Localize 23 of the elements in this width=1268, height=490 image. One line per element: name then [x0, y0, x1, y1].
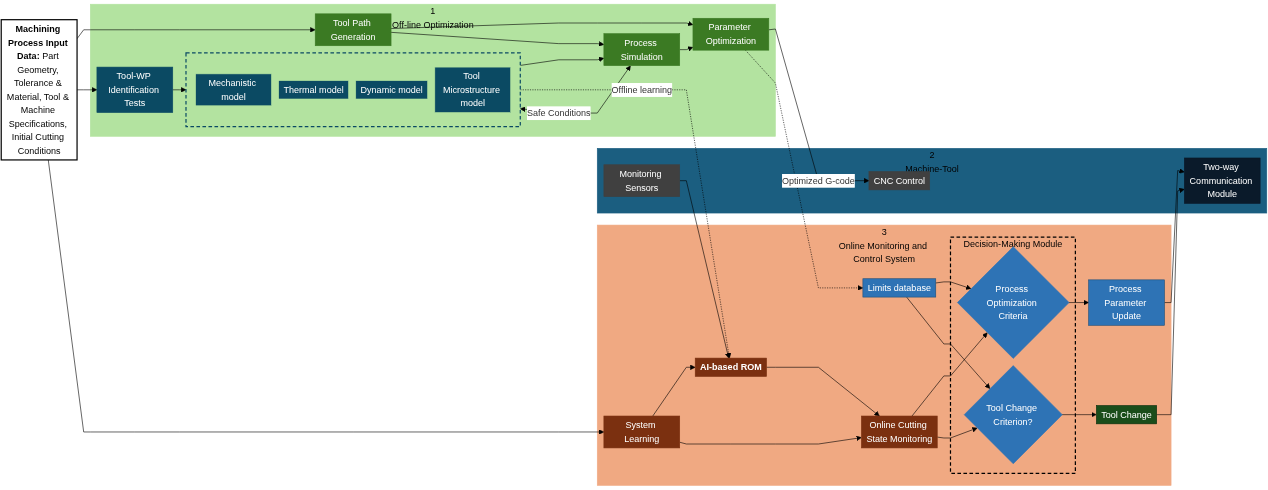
node-box: Two-way Communication Module: [1184, 157, 1261, 204]
node-box: CNC Control: [868, 171, 931, 191]
node-box: Mechanistic model: [195, 73, 272, 107]
edge-label: Safe Conditions: [526, 107, 591, 118]
node-box: Dynamic model: [355, 80, 428, 100]
node-diamond: Tool Change Criterion?: [963, 365, 1063, 465]
node-box: Online Cutting State Monitoring: [861, 415, 938, 449]
node-box: Process Parameter Update: [1088, 279, 1165, 326]
node-box: Process Simulation: [603, 33, 680, 67]
node-box: Tool Microstructure model: [434, 67, 511, 114]
edge-label: Offline learning: [611, 84, 673, 95]
node-box: Thermal model: [278, 80, 349, 100]
node-box: System Learning: [603, 415, 680, 449]
node-box: Tool Path Generation: [314, 13, 392, 47]
node-box: Tool-WP Identification Tests: [96, 67, 174, 114]
cluster: [185, 52, 521, 128]
node-box: Tool Change: [1096, 405, 1157, 425]
node-box: Monitoring Sensors: [603, 164, 680, 198]
node-box: AI-based ROM: [694, 358, 767, 377]
node-box: Parameter Optimization: [692, 18, 770, 51]
node-box: Machining Process Input Data: Part Geometry, Tolerance & Material, Tool & Machine Specifications, Initial Cutting Conditions: [0, 19, 78, 161]
edge-label: Optimized G-code: [782, 175, 855, 186]
node-box: Limits database: [862, 278, 937, 298]
